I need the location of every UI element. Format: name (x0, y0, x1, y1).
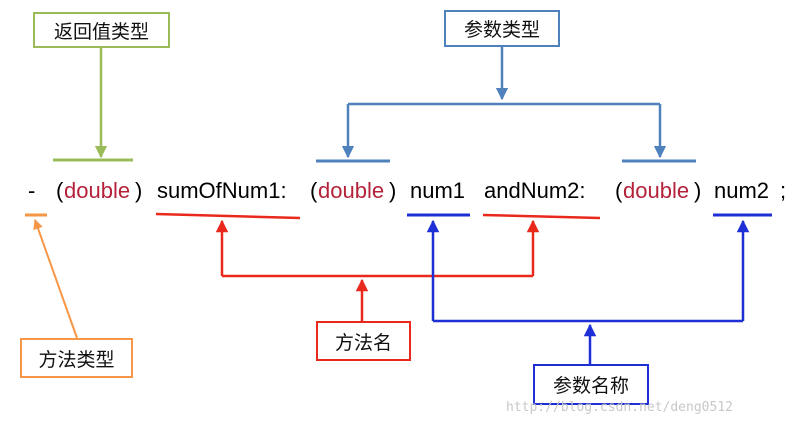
param-name-label: 参数名称 (533, 364, 649, 405)
code-close-paren-2: ) (389, 178, 397, 203)
code-close-paren-1: ) (135, 178, 143, 203)
code-type-1: double (64, 178, 131, 203)
code-semicolon: ; (780, 178, 787, 203)
code-open-paren-2: ( (310, 178, 318, 203)
method-name-connector (155, 212, 601, 321)
code-close-paren-3: ) (694, 178, 702, 203)
code-param-name-2: num2 (714, 178, 770, 203)
method-type-connector (25, 213, 78, 339)
param-name-connector (407, 213, 772, 364)
method-name-label: 方法名 (316, 321, 411, 361)
watermark-text: http://blog.csdn.net/deng0512 (506, 400, 733, 415)
code-type-3: double (623, 178, 690, 203)
code-type-2: double (318, 178, 385, 203)
code-dash: - (28, 178, 36, 203)
return-type-connector (53, 46, 133, 162)
code-method-name-part-1: sumOfNum1: (157, 178, 287, 203)
param-type-label: 参数类型 (444, 10, 560, 47)
method-type-label: 方法类型 (20, 338, 133, 378)
code-open-paren-3: ( (615, 178, 623, 203)
code-method-name-part-2: andNum2: (484, 178, 586, 203)
code-open-paren-1: ( (56, 178, 64, 203)
return-type-label: 返回值类型 (33, 12, 170, 48)
param-type-connector (316, 46, 696, 163)
code-param-name-1: num1 (410, 178, 466, 203)
